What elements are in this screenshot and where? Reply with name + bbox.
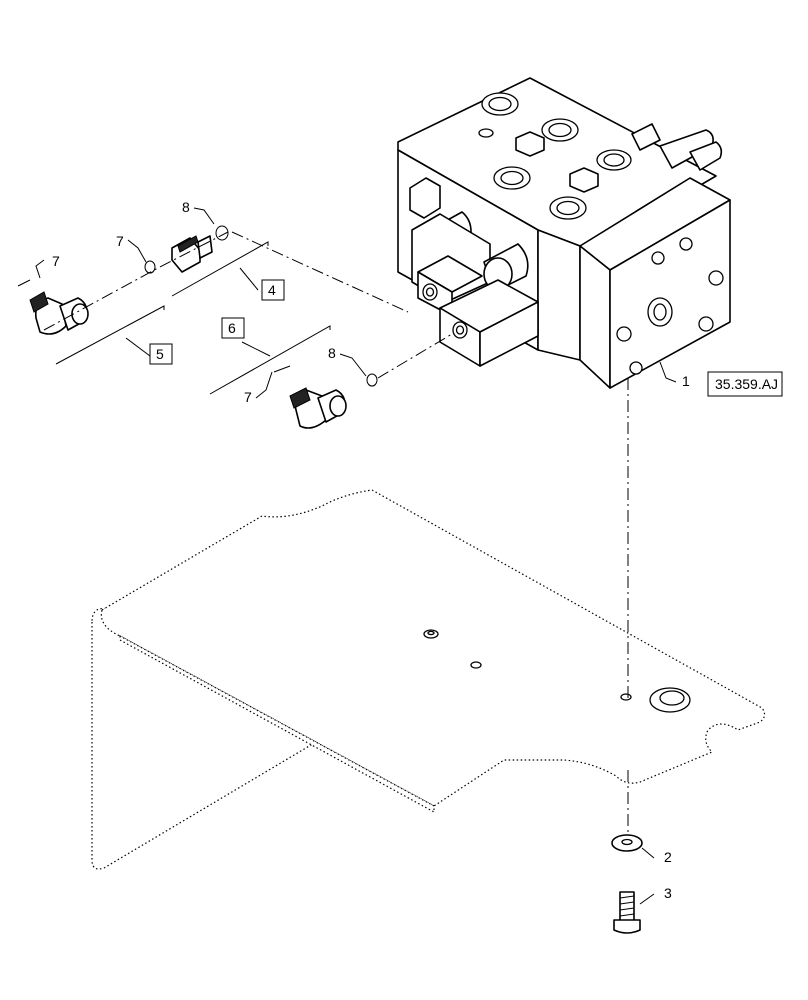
elbow-fitting-lower	[289, 387, 347, 429]
o-ring-small-upper	[144, 260, 156, 274]
callout-6: 6	[228, 320, 236, 336]
reference-code: 35.359.AJ	[715, 376, 778, 392]
leader-8b	[339, 353, 367, 377]
o-ring-small-far	[17, 279, 31, 287]
elbow-fitting-upper	[29, 291, 89, 335]
bolt	[613, 891, 641, 934]
o-ring-upper	[215, 225, 229, 241]
group-leader-4	[171, 241, 269, 297]
assembly-line-upper	[231, 231, 409, 313]
callout-2: 2	[664, 849, 672, 865]
control-valve-assembly	[397, 77, 731, 389]
assembly-line-lower	[377, 333, 453, 379]
mounting-bracket	[91, 489, 766, 870]
leader-2	[641, 847, 655, 859]
callout-box-6	[221, 317, 245, 339]
leader-8a	[193, 207, 215, 225]
callout-box-4	[261, 279, 285, 301]
o-ring-lower	[366, 373, 378, 387]
adapter-fitting	[171, 235, 213, 273]
leader-4	[239, 267, 259, 291]
callout-box-5	[149, 343, 173, 365]
leader-7b	[255, 371, 273, 399]
callout-4: 4	[268, 282, 276, 298]
callout-1: 1	[682, 373, 690, 389]
leader-3	[639, 893, 655, 905]
leader-7a	[35, 259, 45, 279]
callout-5: 5	[156, 346, 164, 362]
callout-3: 3	[664, 885, 672, 901]
leader-6	[241, 341, 271, 357]
washer	[611, 834, 643, 852]
leader-5	[125, 337, 151, 357]
o-ring-small-lower	[273, 365, 291, 373]
group-leader-6	[209, 325, 331, 395]
callout-7a-second: 7	[116, 233, 124, 249]
callout-7b: 7	[244, 389, 252, 405]
callout-8b: 8	[328, 345, 336, 361]
callout-8a: 8	[182, 199, 190, 215]
assembly-line-upper-left	[43, 231, 229, 331]
leader-7a2	[127, 239, 147, 263]
callout-7a: 7	[52, 253, 60, 269]
leader-1	[659, 361, 677, 383]
group-leader-5	[55, 305, 165, 365]
reference-box	[707, 371, 783, 397]
